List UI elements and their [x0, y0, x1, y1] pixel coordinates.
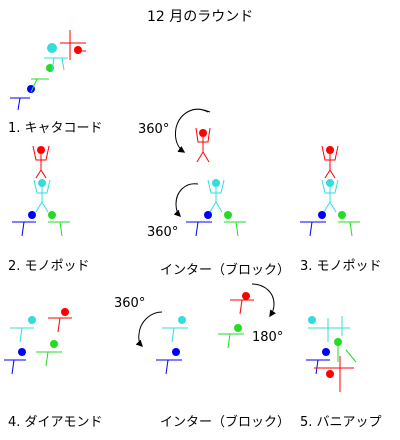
red-figure [242, 292, 250, 300]
cyan-figure [308, 316, 316, 324]
formation-label-3: 3. モノポッド [300, 259, 382, 274]
inter-block-right-figures [218, 292, 254, 349]
red-flyer-center [195, 127, 211, 163]
formation-2-figures [12, 145, 70, 237]
blue-figure [18, 348, 26, 356]
blue-figure [28, 211, 36, 219]
rotation-arrow-3 [135, 311, 163, 347]
blue-figure [172, 348, 180, 356]
red-figure [74, 46, 82, 54]
green-figure [224, 211, 232, 219]
green-figure [48, 211, 56, 219]
cyan-figure [38, 179, 46, 187]
inter-block-label-b: インター（ブロック） [160, 415, 291, 430]
cyan-figure [326, 179, 334, 187]
red-figure [61, 308, 69, 316]
green-figure [50, 340, 58, 348]
cyan-figure [212, 179, 220, 187]
formation-label-1: 1. キャタコード [8, 121, 103, 136]
formation-5-figures [306, 316, 357, 392]
rotation-arrow-1 [175, 108, 209, 153]
inter-block-label-a: インター（ブロック） [160, 263, 291, 278]
rotation-label-3: 360° [114, 296, 146, 311]
cyan-figure [178, 316, 186, 324]
red-figure [199, 129, 207, 137]
rotation-label-2: 360° [147, 225, 179, 240]
red-figure [326, 370, 334, 378]
center-base-figures [186, 179, 246, 237]
page-title: 12 月のラウンド [147, 9, 254, 25]
green-figure [234, 324, 242, 332]
cyan-figure [47, 43, 57, 53]
rotation-label-1: 360° [138, 122, 170, 137]
green-figure [338, 211, 346, 219]
rotation-arrow-2 [173, 183, 199, 217]
cyan-figure [28, 316, 36, 324]
formation-label-2: 2. モノポッド [8, 259, 90, 274]
red-figure [37, 146, 45, 154]
rotation-label-4: 180° [252, 330, 284, 345]
formation-1-figures [10, 30, 86, 111]
formation-4-figures [4, 308, 72, 375]
inter-block-left-figures [156, 316, 188, 375]
red-figure [326, 146, 334, 154]
blue-figure [204, 211, 212, 219]
blue-figure [322, 348, 330, 356]
rotation-arrow-4 [251, 283, 277, 318]
formation-label-5: 5. バニアップ [300, 415, 382, 430]
green-figure [334, 338, 342, 346]
formation-3-figures [300, 145, 360, 237]
blue-figure [318, 211, 326, 219]
formation-label-4: 4. ダイアモンド [8, 415, 103, 430]
